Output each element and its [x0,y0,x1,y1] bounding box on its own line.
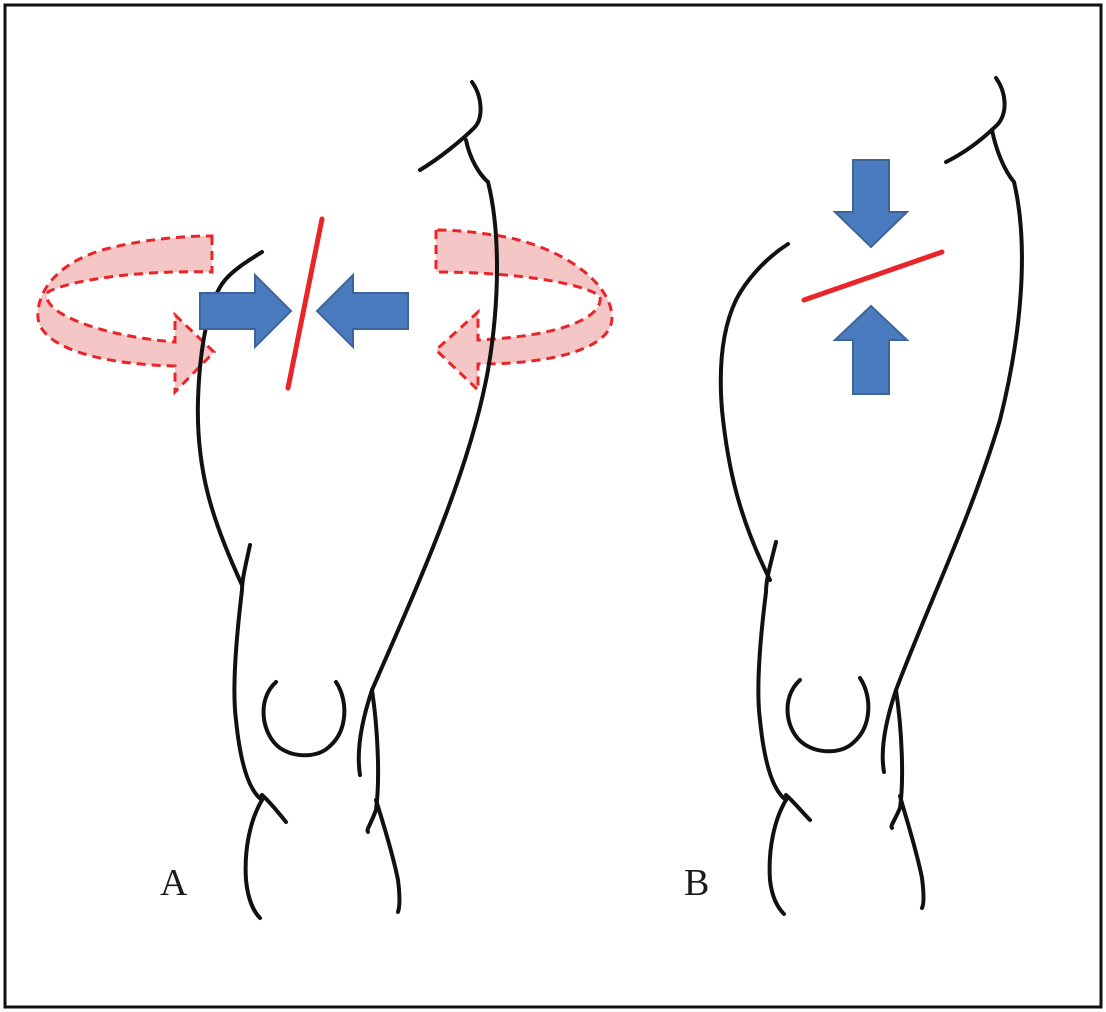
knee-crease-left-b [786,795,810,820]
knee-outer-right-b [883,690,896,772]
compression-arrow-down-icon [835,160,907,247]
compression-arrow-up-icon [835,306,907,394]
shin-left-b [770,800,786,914]
compression-arrow-right-icon [200,275,291,347]
panel-label-a: A [160,862,188,904]
fracture-line-a [288,219,322,388]
shin-right-lower-b [900,796,924,908]
thigh-outline-right-b [896,130,1022,690]
thigh-outline-left-b [721,244,788,580]
thigh-outline-left-lower-b [758,542,786,800]
rotation-arrow-right-icon [436,230,612,390]
knee-crease-left-a [262,795,286,822]
rotation-arrow-left-icon [38,236,214,392]
panel-label-b: B [684,862,709,904]
shin-right-b [891,690,902,828]
panel-b: B [684,78,1022,914]
compression-arrow-left-icon [317,275,408,347]
shin-left-a [246,800,262,918]
shin-right-a [367,690,378,832]
panel-a: A [38,82,612,918]
patella-a [264,682,345,755]
thigh-outline-left-lower-a [234,545,262,800]
patella-b [788,678,869,751]
knee-outer-right-a [359,690,372,775]
fracture-line-b [804,252,942,300]
figure-frame [5,5,1101,1007]
shin-right-lower-a [376,800,400,912]
thigh-outline-right-a [372,140,497,690]
